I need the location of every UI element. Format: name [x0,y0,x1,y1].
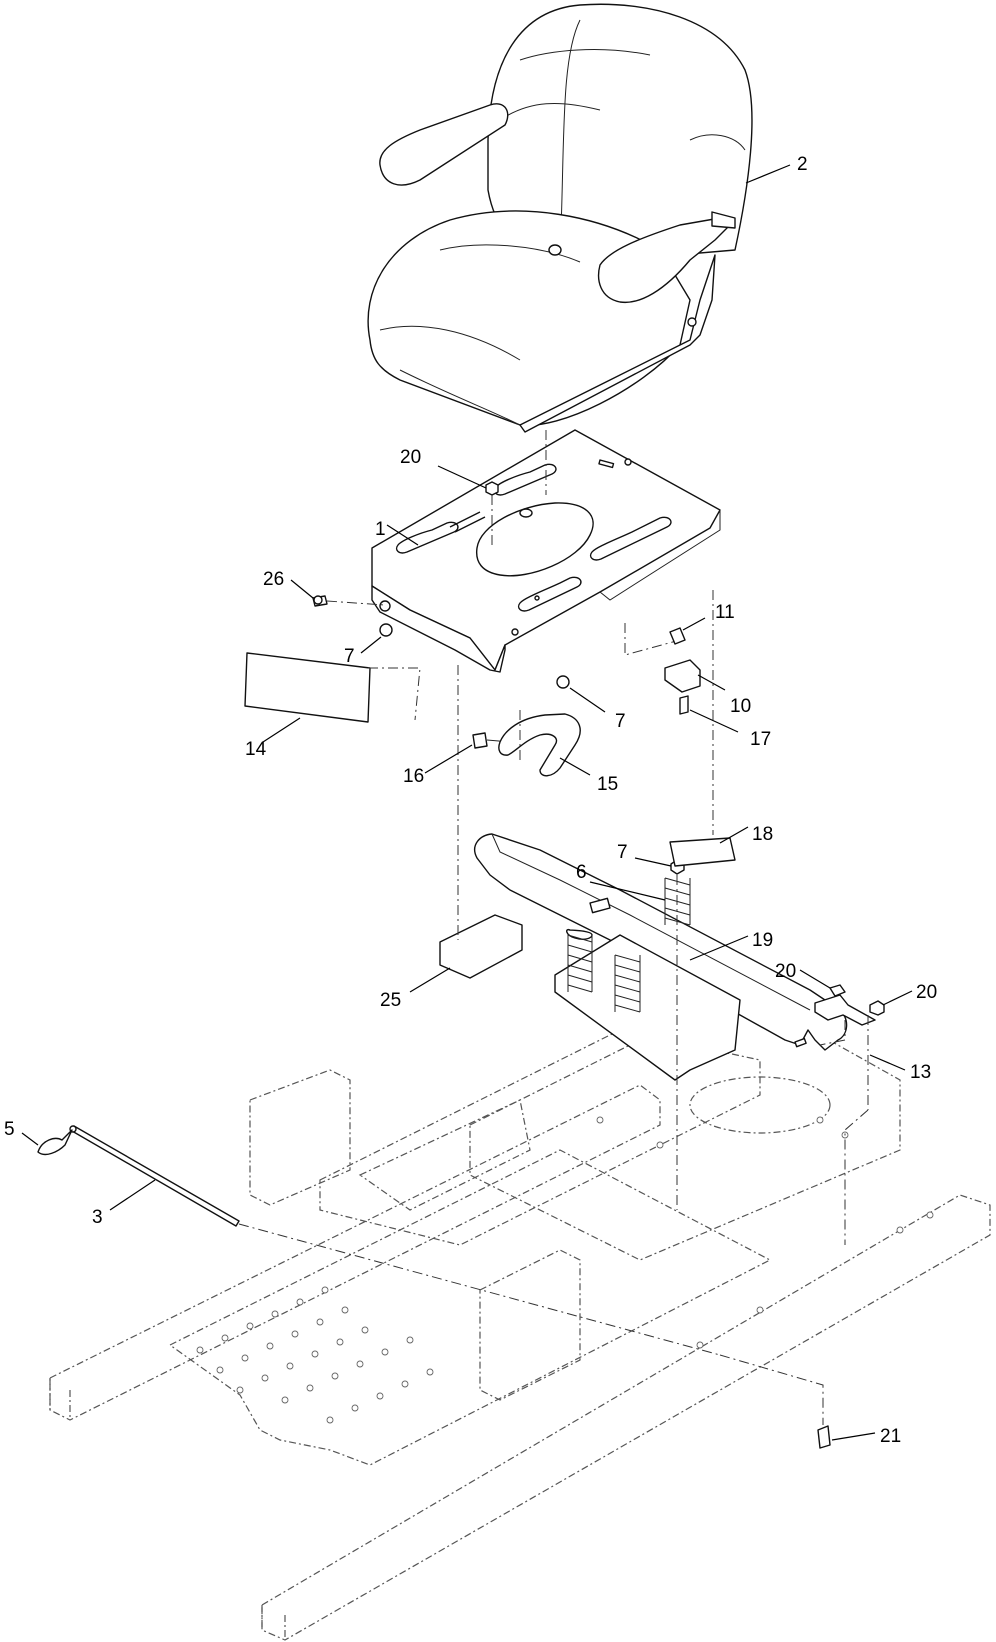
hairpin-5 [37,1129,73,1156]
bracket-10 [664,659,701,693]
nut-7-left [379,623,393,637]
callout-21: 21 [880,1426,901,1447]
bolt-20-top [485,481,499,545]
frame-holes [196,1046,934,1424]
assembly-lines [238,430,869,1425]
bolt-20-mid [829,984,846,997]
suspension-assembly [474,833,848,1081]
callout-14: 14 [245,739,267,760]
nut-7-right [556,675,570,689]
callout-16: 16 [403,766,424,787]
callout-10: 10 [730,696,751,717]
seat-plate [371,429,721,673]
screw-17 [679,695,689,715]
bolt-20-right [869,1000,885,1016]
callout-6: 6 [576,862,587,883]
callout-11: 11 [715,602,735,623]
callout-7: 7 [344,646,355,667]
seat [367,3,753,433]
mower-frame [49,989,991,1641]
callout-19: 19 [752,930,773,951]
callout-20: 20 [916,982,937,1003]
bracket-13 [814,994,876,1026]
leader-lines [21,164,913,1441]
bracket-25 [439,914,523,979]
clip-11 [669,627,686,645]
callout-25: 25 [380,990,401,1011]
callout-17: 17 [750,729,771,750]
callout-5: 5 [4,1119,15,1140]
callout-20: 20 [400,447,421,468]
springs [566,877,691,1013]
callout-3: 3 [92,1207,103,1228]
callout-7: 7 [615,711,626,732]
callout-7: 7 [617,842,628,863]
callout-13: 13 [910,1062,931,1083]
rod-3 [69,1125,240,1227]
callout-15: 15 [597,774,618,795]
bolt-21 [817,1425,831,1449]
callout-1: 1 [375,519,386,540]
latch-15 [498,713,581,777]
callout-20: 20 [775,961,796,982]
callout-2: 2 [797,154,808,175]
bolt-26 [312,595,386,607]
decal-14 [244,652,371,723]
callout-18: 18 [752,824,773,845]
decal-18 [669,837,736,867]
callout-26: 26 [263,569,284,590]
callout-labels: 2 20 1 26 7 11 10 7 17 14 16 15 18 7 6 1… [4,154,937,1447]
